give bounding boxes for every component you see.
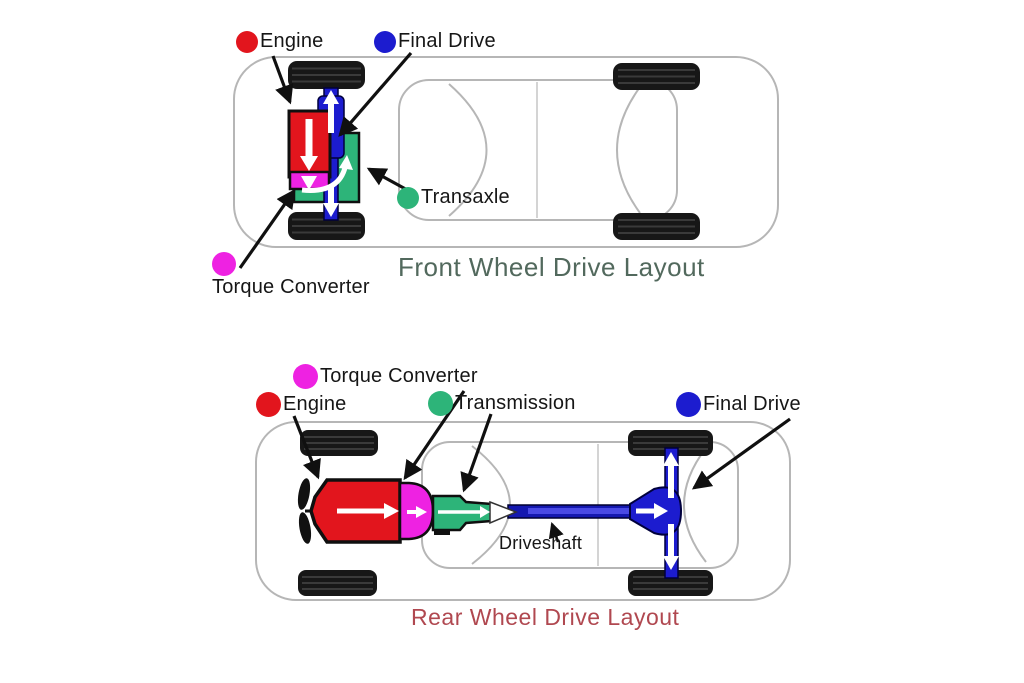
fwd-diagram-title: Front Wheel Drive Layout [398,252,705,282]
fwd-car-body-outline [233,56,779,248]
fwd-engine-label: Engine [236,30,323,53]
fwd-final-drive-label: Final Drive [374,30,496,53]
fwd-wheel-rear-left [613,63,700,90]
rwd-driveshaft-highlight [528,508,632,514]
rwd-final-drive-label-text: Final Drive [703,393,801,415]
rwd-wheel-front-left [300,430,378,456]
rwd-engine-legend-dot [256,392,281,417]
rwd-torque-converter-leader-arrow [403,390,466,481]
fwd-rear-window-line [616,86,641,214]
rwd-engine-label-text: Engine [283,393,347,415]
fwd-wheel-front-left [288,61,365,89]
rwd-torque-converter-label: Torque Converter [293,364,478,389]
fwd-torque-converter-label: Torque Converter [212,252,370,299]
rwd-output-cone [489,500,519,525]
rwd-transmission-label: Transmission [428,391,576,416]
rwd-transmission-legend-dot [428,391,453,416]
fwd-final-drive-leader-arrow [338,51,413,137]
rwd-power-flow-arrows [337,452,679,570]
rwd-driveshaft-leader-arrow [548,522,564,543]
fwd-final-drive-legend-dot [374,30,396,53]
fwd-torque-converter-legend-dot [212,252,236,276]
rwd-cooling-fan [297,478,316,544]
fwd-wheel-front-right [288,212,365,240]
rwd-final-drive-leader-arrow [691,417,791,490]
fwd-transaxle-legend-dot [397,186,419,209]
fwd-wheel-rear-right [613,213,700,240]
fwd-engine-leader-arrow [271,55,294,105]
rwd-engine-label: Engine [256,392,346,417]
rwd-final-drive-legend-dot [676,392,701,417]
fwd-torque-converter-leader-arrow [238,188,296,269]
fwd-power-flow-arrows [300,90,353,217]
rwd-transmission-label-text: Transmission [455,392,576,414]
rwd-final-drive-label: Final Drive [676,392,801,417]
rwd-diagram [255,390,791,601]
rwd-transmission-leader-arrow [460,413,493,493]
fwd-windshield-line [448,83,488,217]
fwd-torque-converter-label-text: Torque Converter [212,276,370,298]
rwd-driveshaft-label: Driveshaft [499,533,582,554]
fwd-cabin-outline [398,79,678,221]
fwd-final-drive-label-text: Final Drive [398,30,496,52]
fwd-transaxle-label: Transaxle [397,186,510,209]
rwd-torque-converter-legend-dot [293,364,318,389]
rwd-engine-leader-arrow [292,415,321,480]
rwd-torque-converter-label-text: Torque Converter [320,365,478,387]
fwd-transaxle-label-text: Transaxle [421,186,510,208]
rwd-diagram-title: Rear Wheel Drive Layout [411,604,680,630]
rwd-wheel-front-right [298,570,377,596]
fwd-engine-legend-dot [236,30,258,53]
fwd-diagram [233,51,779,269]
rwd-rear-window-line [683,447,707,563]
rwd-transmission-mount [434,530,450,535]
rwd-driveshaft-label-text: Driveshaft [499,533,583,553]
rwd-wheel-rear-left [628,430,713,456]
fwd-engine-label-text: Engine [260,30,324,52]
